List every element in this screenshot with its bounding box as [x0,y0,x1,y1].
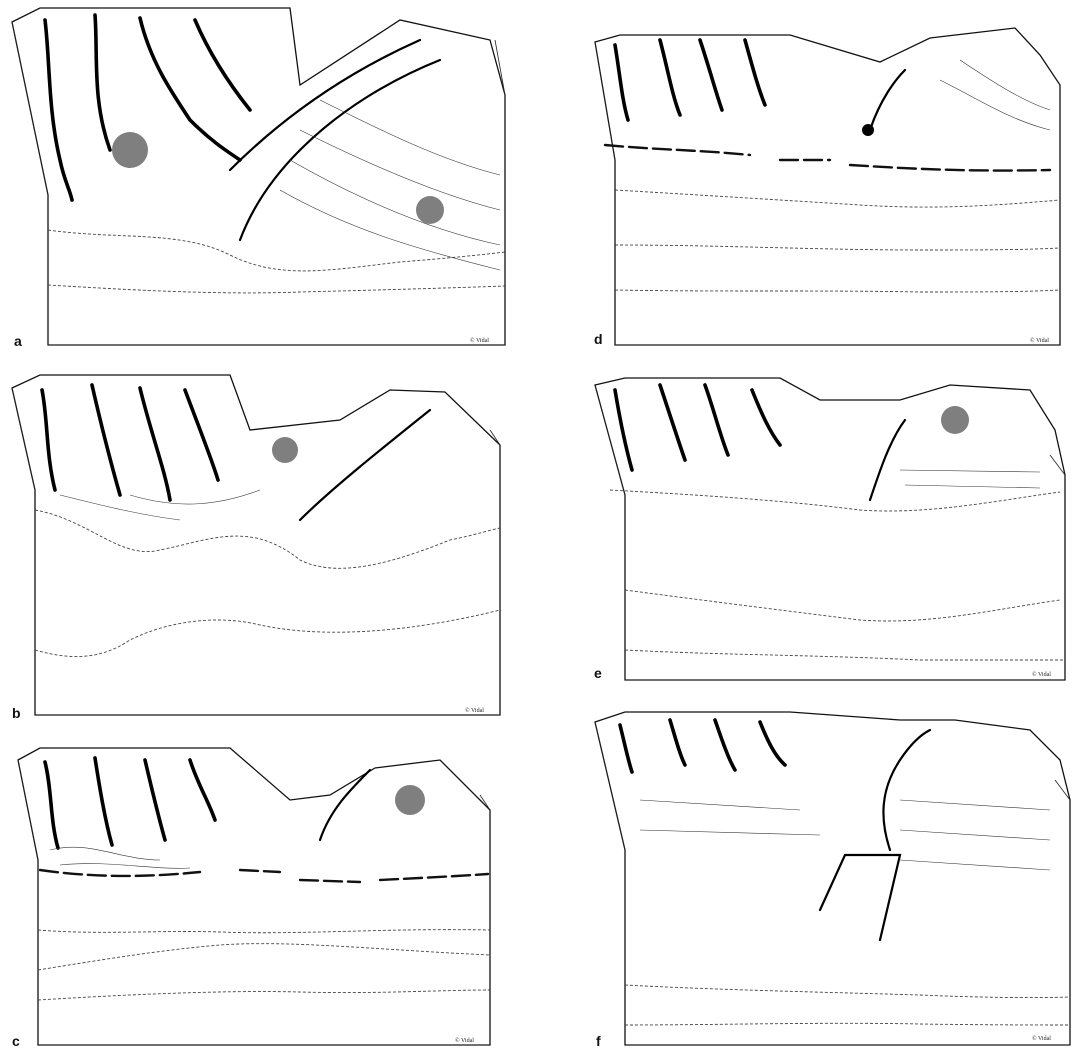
panel-e: e © Vidal [594,378,1065,681]
panel-d-label: d [594,331,603,347]
panel-b-signature: © Vidal [465,707,484,714]
panel-c: c © Vidal [12,748,490,1049]
panel-b: b © Vidal [12,375,500,721]
panel-a-label: a [14,333,22,349]
panel-e-label: e [594,665,602,681]
panel-f-label: f [596,1033,601,1049]
panel-d: d © Vidal [594,28,1060,347]
panel-a-signature: © Vidal [470,337,489,344]
panel-b-label: b [12,705,21,721]
panel-a: a © Vidal [12,8,505,349]
panel-f: f © Vidal [595,712,1070,1049]
panel-f-signature: © Vidal [1032,1035,1051,1042]
panel-e-signature: © Vidal [1032,671,1051,678]
panel-c-label: c [12,1033,20,1049]
panel-d-signature: © Vidal [1030,337,1049,344]
panel-c-signature: © Vidal [455,1037,474,1044]
